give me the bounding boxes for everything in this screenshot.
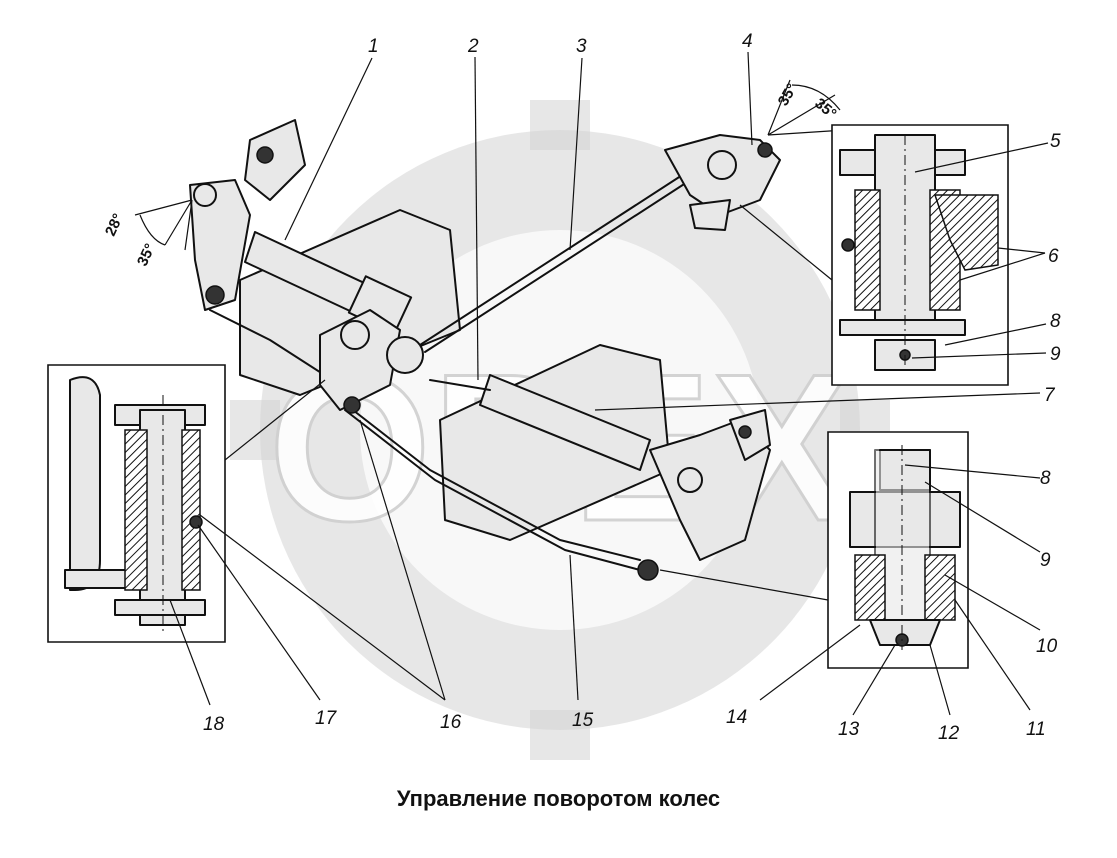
callout-12: 12	[938, 723, 960, 744]
callout-13: 13	[838, 719, 860, 740]
callout-5: 5	[1050, 131, 1061, 152]
center-pivot	[319, 309, 424, 414]
left-knuckle	[189, 119, 306, 311]
callout-1: 1	[368, 36, 379, 57]
callout-14: 14	[726, 707, 747, 728]
callout-numbers: 1 2 3 4 5 6 7 8 9 8 9 10 11 12 13 14 15 …	[203, 31, 1061, 744]
callout-9-top: 9	[1050, 344, 1061, 365]
callout-16: 16	[440, 712, 462, 733]
callout-18: 18	[203, 714, 225, 735]
callout-2: 2	[467, 36, 479, 57]
callout-6: 6	[1048, 246, 1059, 267]
detail-center-pivot	[47, 364, 226, 643]
right-upper-knuckle	[664, 134, 781, 231]
callout-7: 7	[1044, 385, 1056, 406]
callout-15: 15	[572, 710, 594, 731]
callout-9-bottom: 9	[1040, 550, 1051, 571]
callout-10: 10	[1036, 636, 1058, 657]
tie-rods	[209, 309, 641, 571]
callout-3: 3	[576, 36, 587, 57]
callout-8-bottom: 8	[1040, 468, 1051, 489]
right-angle-b: 35°	[811, 95, 839, 123]
drag-link	[419, 169, 696, 353]
left-angle-b: 35°	[134, 241, 159, 269]
left-angle-a: 28°	[102, 211, 127, 239]
callout-11: 11	[1026, 719, 1046, 740]
right-knuckle	[637, 409, 771, 581]
callout-17: 17	[315, 708, 338, 729]
detail-balljoint	[827, 431, 969, 669]
callout-4: 4	[742, 31, 753, 52]
callout-8-top: 8	[1050, 311, 1061, 332]
power-cylinder-right	[429, 374, 651, 471]
detail-kingpin-top	[831, 124, 1009, 386]
leader-lines	[169, 51, 1049, 716]
diagram-caption: Управление поворотом колес	[396, 786, 721, 811]
left-angle-indicator: 28° 35°	[102, 199, 193, 269]
